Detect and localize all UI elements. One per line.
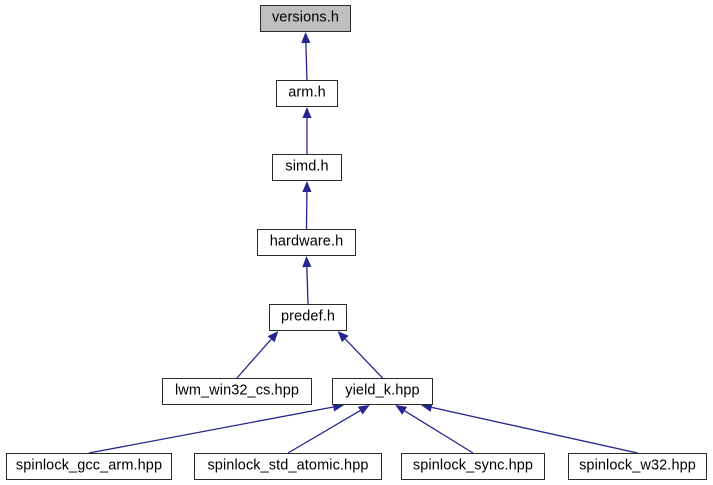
graph-node-spinlock_gcc_arm[interactable]: spinlock_gcc_arm.hpp (6, 453, 172, 480)
graph-node-label: versions.h (271, 9, 340, 26)
graph-node-versions: versions.h (260, 5, 351, 32)
graph-edge-arrowhead (357, 405, 370, 415)
graph-edge-arrowhead (302, 256, 312, 268)
graph-node-label: arm.h (288, 84, 326, 101)
graph-node-label: spinlock_sync.hpp (412, 457, 534, 474)
graph-node-simd[interactable]: simd.h (272, 154, 342, 181)
graph-edge-line (344, 338, 383, 379)
graph-edge-line (88, 406, 334, 454)
graph-edge-arrowhead (301, 32, 311, 44)
graph-node-spinlock_std_atomic[interactable]: spinlock_std_atomic.hpp (194, 453, 382, 480)
graph-edge-line (404, 410, 474, 454)
graph-node-hardware[interactable]: hardware.h (257, 229, 356, 256)
graph-node-arm[interactable]: arm.h (276, 80, 338, 107)
graph-edge-line (306, 266, 309, 305)
graph-node-predef[interactable]: predef.h (269, 304, 347, 331)
graph-node-spinlock_w32[interactable]: spinlock_w32.hpp (568, 453, 707, 480)
graph-node-label: predef.h (280, 308, 335, 325)
graph-edge-line (431, 406, 638, 454)
graph-node-label: simd.h (285, 158, 329, 175)
graph-node-label: hardware.h (269, 233, 344, 250)
graph-node-lwm_win32_cs[interactable]: lwm_win32_cs.hpp (162, 378, 312, 405)
graph-edge-arrowhead (302, 107, 312, 118)
graph-node-yield_k[interactable]: yield_k.hpp (332, 378, 433, 405)
graph-edge-arrowhead (267, 331, 279, 343)
graph-edge-line (305, 42, 308, 81)
graph-edge-arrowhead (395, 405, 408, 415)
graph-node-label: spinlock_gcc_arm.hpp (15, 457, 163, 474)
graph-node-spinlock_sync[interactable]: spinlock_sync.hpp (401, 453, 545, 480)
graph-edge-arrowhead (302, 181, 312, 193)
graph-node-label: spinlock_std_atomic.hpp (207, 457, 369, 474)
graph-edge-line (287, 410, 361, 454)
graph-node-label: spinlock_w32.hpp (579, 457, 696, 474)
graph-node-label: yield_k.hpp (345, 382, 420, 399)
graph-edge-arrowhead (337, 331, 349, 343)
graph-edge-line (236, 338, 272, 379)
graph-node-label: lwm_win32_cs.hpp (174, 382, 300, 399)
